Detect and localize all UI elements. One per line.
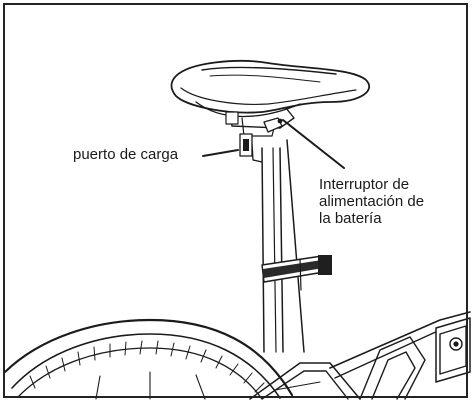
battery-power-switch-icon xyxy=(263,117,283,133)
callout-power-switch: Interruptor de alimentación de la baterí… xyxy=(319,176,425,227)
seatpost-icon xyxy=(251,139,305,353)
leader-line-charge-port xyxy=(202,149,239,157)
wheel-fender-icon xyxy=(3,318,294,400)
frame-bolt-icon xyxy=(449,337,463,351)
charging-port-icon xyxy=(239,133,253,157)
seat-icon xyxy=(170,60,371,137)
leader-line-power-switch xyxy=(282,119,345,169)
clamp-strap-icon xyxy=(261,255,332,291)
frame xyxy=(249,311,471,400)
callout-charge-port: puerto de carga xyxy=(73,146,179,163)
